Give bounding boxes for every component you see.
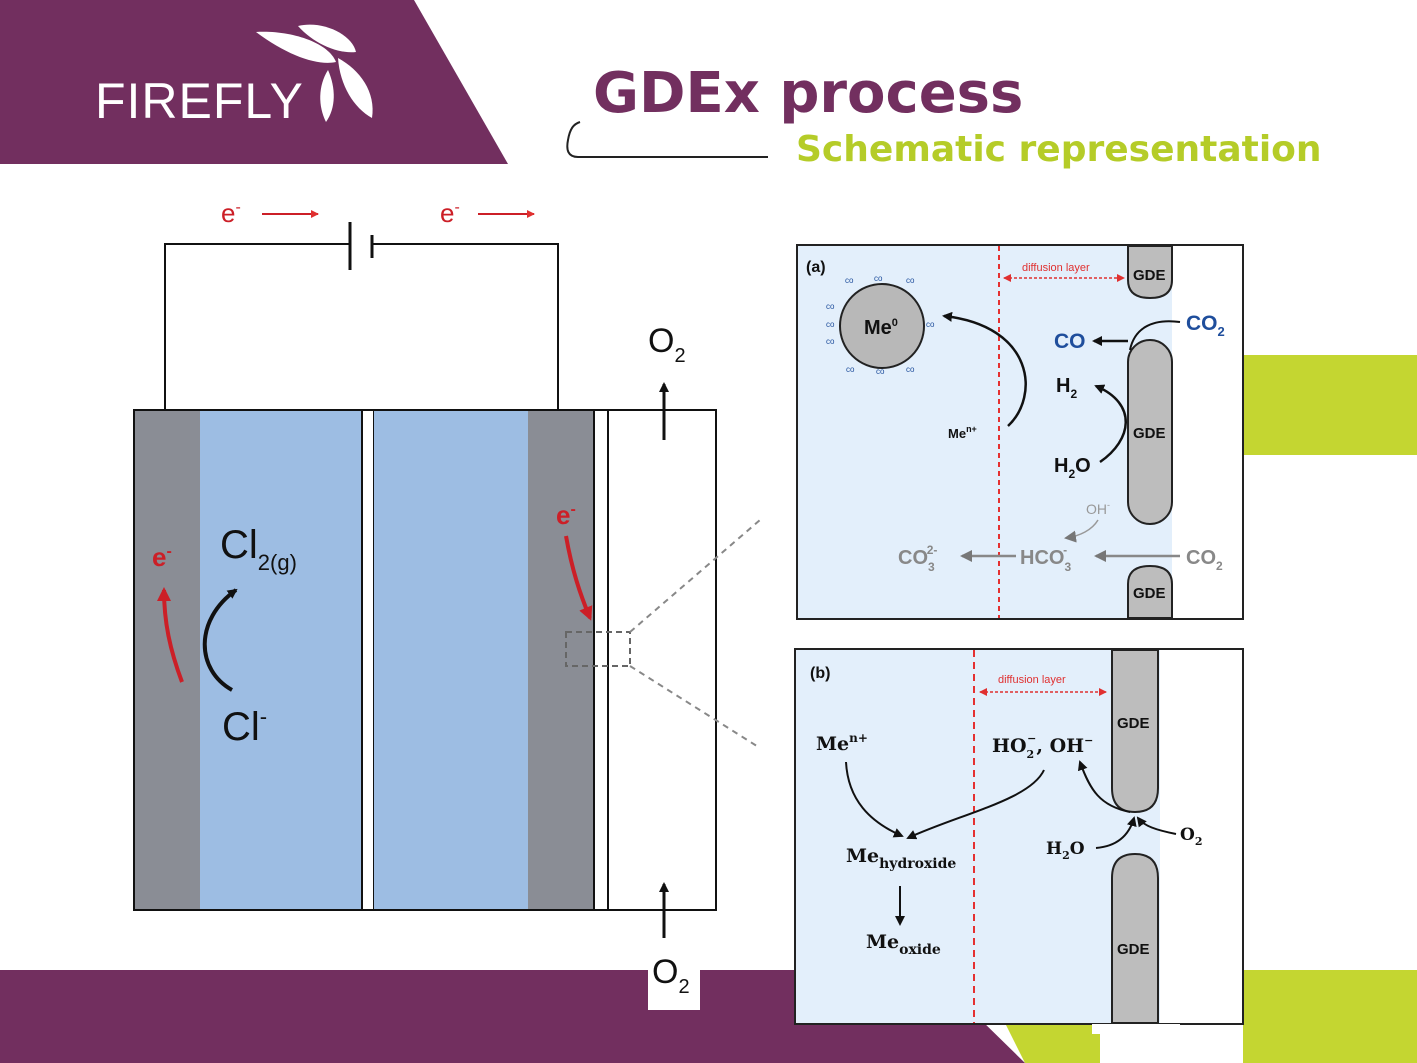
- panel-a-co2-path: [1129, 320, 1181, 351]
- panel-b-hydroxide-arrow: [906, 769, 1045, 840]
- panel-a-diffusion-label: diffusion layer: [1022, 262, 1090, 274]
- panel-a-gde-bottom: [1127, 564, 1173, 619]
- firefly-logo-icon: [256, 24, 373, 122]
- gas-diffusion-electrode: [528, 410, 594, 910]
- zoom-line-lower: [629, 665, 761, 749]
- cl2-label: Cl2(g): [220, 523, 297, 575]
- panel-a-reduction-arrow: [942, 311, 1027, 427]
- panel-a-gde-bottom-label: GDE: [1133, 585, 1166, 602]
- chlorine-evolution-arrow: [202, 588, 238, 692]
- header-band: [0, 0, 508, 164]
- brand-name: FIREFLY: [95, 73, 304, 129]
- zoom-region-box: [565, 631, 631, 667]
- panel-a-co3-label: CO32-: [898, 543, 937, 574]
- panel-b-me-oxide-label: Meoxide: [866, 931, 941, 958]
- metal-nanoparticle: [839, 283, 925, 369]
- panel-b-diffusion-label: diffusion layer: [998, 674, 1066, 686]
- panel-b-o2-label: O2: [1180, 825, 1202, 848]
- panel-b-ho2-label: HO2−, OH−: [992, 732, 1093, 761]
- panel-b-gde-bottom-label: GDE: [1117, 941, 1150, 958]
- panel-b-gde-top: [1111, 649, 1159, 814]
- adsorbed-co: co: [926, 320, 935, 329]
- panel-b-o2-arrow: [1136, 816, 1177, 835]
- panel-b-h2o-arrow: [1095, 816, 1137, 849]
- anode-electrode: [134, 410, 200, 910]
- panel-b-reduction-arrow: [1077, 760, 1131, 813]
- panel-b-me-hydroxide-label: Mehydroxide: [846, 845, 956, 872]
- adsorbed-co: co: [906, 365, 915, 374]
- panel-a-h2-label: H2: [1056, 375, 1077, 401]
- o2-outlet-label: O2: [648, 322, 686, 367]
- panel-a-h2o-label: H2O: [1054, 455, 1091, 481]
- panel-b-label: (b): [810, 665, 830, 682]
- electron-label-cathode: e-: [556, 500, 576, 530]
- o2-inlet-label: O2: [652, 953, 690, 998]
- panel-b-base-tab: [1092, 1024, 1180, 1034]
- adsorbed-co: co: [906, 276, 915, 285]
- lime-accent-bottom-right: [1243, 970, 1417, 1063]
- footer-lime-band: [1005, 1023, 1100, 1063]
- adsorbed-co: co: [826, 337, 835, 346]
- adsorbed-co: co: [845, 276, 854, 285]
- electron-label-anode: e-: [152, 542, 172, 572]
- panel-a-label: (a): [806, 259, 826, 276]
- electrochemical-cell: e- e- e- Cl2(g) Cl- e- O2 O2: [133, 198, 761, 1010]
- panel-a-hco3-label: HCO3-: [1020, 543, 1071, 574]
- panel-a-gde-top-label: GDE: [1133, 267, 1166, 284]
- panel-a-co-label: CO: [1054, 330, 1086, 353]
- panel-a-co2-bottom-label: CO2: [1186, 547, 1223, 573]
- cell-outline: [133, 409, 717, 911]
- panel-a-gde-middle-label: GDE: [1133, 425, 1166, 442]
- circuit-wire-right: [372, 243, 559, 410]
- electron-arrow-anode: [157, 587, 184, 683]
- anolyte-compartment: [200, 410, 362, 910]
- electron-arrow-cathode: [564, 535, 593, 621]
- panel-a-gas-side: [1172, 246, 1242, 618]
- panel-a-gde-top: [1127, 245, 1173, 300]
- panel-a: (a) diffusion layer GDE GDE GDE Me0 co c…: [796, 244, 1244, 620]
- panel-a-oh-label: OH-: [1086, 500, 1110, 517]
- membrane: [361, 409, 375, 911]
- panel-b-gde-bottom: [1111, 852, 1159, 1024]
- lime-accent-right: [1243, 355, 1417, 455]
- electron-label-top-right: e-: [440, 198, 460, 228]
- panel-a-hydrogen-arrow: [1094, 384, 1127, 464]
- footer-band: [0, 970, 1025, 1063]
- adsorbed-co: co: [876, 367, 885, 376]
- cl-minus-label: Cl-: [222, 704, 267, 749]
- me0-label: Me0: [864, 317, 898, 339]
- catholyte-compartment: [374, 410, 528, 910]
- adsorbed-co: co: [846, 365, 855, 374]
- o2-inlet-label-box: [648, 944, 700, 1010]
- panel-b-gde-top-label: GDE: [1117, 715, 1150, 732]
- panel-b-me-ion-arrow: [845, 761, 904, 838]
- page-subtitle: Schematic representation: [796, 129, 1322, 170]
- electron-label-top-left: e-: [221, 198, 241, 228]
- page-title: GDEx process: [593, 61, 1024, 126]
- panel-a-gde-middle: [1127, 339, 1173, 525]
- adsorbed-co: co: [826, 302, 835, 311]
- panel-a-co2-top-label: CO2: [1186, 312, 1225, 339]
- panel-a-oh-arrow: [1064, 519, 1099, 543]
- circuit-wire: [164, 243, 350, 410]
- panel-b-me-ion-label: Men+: [816, 731, 868, 755]
- gas-chamber: [607, 409, 717, 911]
- panel-a-me-ion-label: Men+: [948, 424, 977, 441]
- panel-b: (b) diffusion layer GDE GDE Men+ HO2−, O…: [794, 648, 1244, 1034]
- title-underline: [566, 121, 768, 158]
- adsorbed-co: co: [874, 274, 883, 283]
- adsorbed-co: co: [826, 320, 835, 329]
- gde-backing-strip: [593, 409, 609, 911]
- panel-b-gas-side: [1160, 650, 1242, 1023]
- panel-b-h2o-label: H2O: [1046, 839, 1085, 862]
